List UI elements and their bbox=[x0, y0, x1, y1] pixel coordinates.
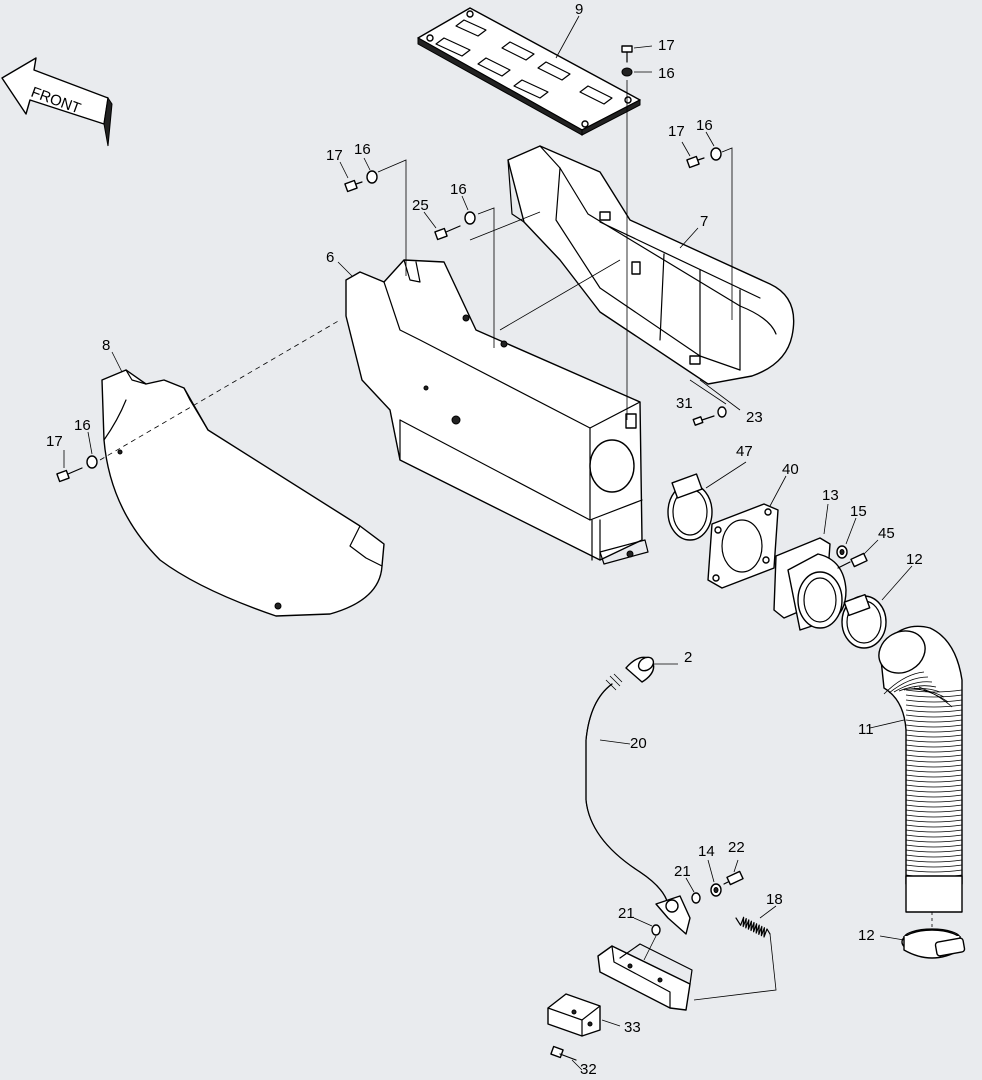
callout-20: 20 bbox=[630, 735, 647, 752]
callout-16: 16 bbox=[696, 117, 713, 134]
part-14-washer bbox=[710, 883, 722, 897]
part-47-hose-clamp bbox=[667, 473, 713, 541]
callout-11: 11 bbox=[858, 721, 874, 738]
callout-16: 16 bbox=[658, 65, 675, 82]
part-21-washer-upper bbox=[691, 892, 701, 904]
callout-15: 15 bbox=[850, 503, 867, 520]
callout-8: 8 bbox=[102, 337, 110, 354]
callout-17: 17 bbox=[326, 147, 343, 164]
callout-47: 47 bbox=[736, 443, 753, 460]
part-2-knob bbox=[625, 656, 655, 683]
callout-22: 22 bbox=[728, 839, 745, 856]
callout-12: 12 bbox=[858, 927, 875, 944]
callout-17: 17 bbox=[658, 37, 675, 54]
part-8-side-cover bbox=[101, 369, 385, 617]
callout-13: 13 bbox=[822, 487, 839, 504]
callout-16: 16 bbox=[354, 141, 371, 158]
callout-21: 21 bbox=[618, 905, 635, 922]
callout-14: 14 bbox=[698, 843, 715, 860]
part-45-bolt bbox=[837, 552, 868, 569]
part-7-side-duct bbox=[507, 145, 795, 385]
callout-31: 31 bbox=[676, 395, 693, 412]
part-18-spring bbox=[735, 916, 771, 938]
callout-17: 17 bbox=[46, 433, 63, 450]
callout-45: 45 bbox=[878, 525, 895, 542]
callout-40: 40 bbox=[782, 461, 799, 478]
part-11-flexible-hose bbox=[878, 625, 963, 913]
callout-6: 6 bbox=[326, 249, 334, 266]
callout-25: 25 bbox=[412, 197, 429, 214]
callout-7: 7 bbox=[700, 213, 708, 230]
callout-17: 17 bbox=[668, 123, 685, 140]
callout-33: 33 bbox=[624, 1019, 641, 1036]
cable-lever-bracket bbox=[655, 895, 691, 935]
part-21-washer-lower bbox=[651, 924, 661, 936]
callout-9: 9 bbox=[575, 1, 583, 18]
part-6-main-housing bbox=[345, 259, 649, 565]
front-arrow: FRONT bbox=[1, 57, 113, 147]
part-13-adapter bbox=[773, 537, 847, 631]
callout-16: 16 bbox=[74, 417, 91, 434]
part-15-washer bbox=[836, 545, 848, 559]
part-12-hose-clamp-lower bbox=[901, 928, 966, 959]
callout-21: 21 bbox=[674, 863, 691, 880]
part-20-cable bbox=[585, 673, 669, 905]
callout-2: 2 bbox=[684, 649, 692, 666]
part-9-grille-cover bbox=[417, 7, 641, 136]
part-33-block bbox=[547, 993, 601, 1037]
part-40-gasket bbox=[707, 503, 779, 589]
callout-12: 12 bbox=[906, 551, 923, 568]
part-22-bolt bbox=[723, 870, 744, 886]
leader-lines bbox=[63, 15, 933, 1071]
callout-16: 16 bbox=[450, 181, 467, 198]
pedal-bracket bbox=[597, 943, 693, 1011]
callout-23: 23 bbox=[746, 409, 763, 426]
callout-labels: 9 17 16 17 16 17 16 25 16 7 6 8 16 17 31… bbox=[46, 1, 923, 1078]
callout-18: 18 bbox=[766, 891, 783, 908]
part-32-bolt bbox=[550, 1045, 577, 1061]
hardware-screws-and-washers bbox=[56, 45, 727, 483]
callout-32: 32 bbox=[580, 1061, 597, 1078]
part-12-hose-clamp-upper bbox=[841, 593, 887, 649]
